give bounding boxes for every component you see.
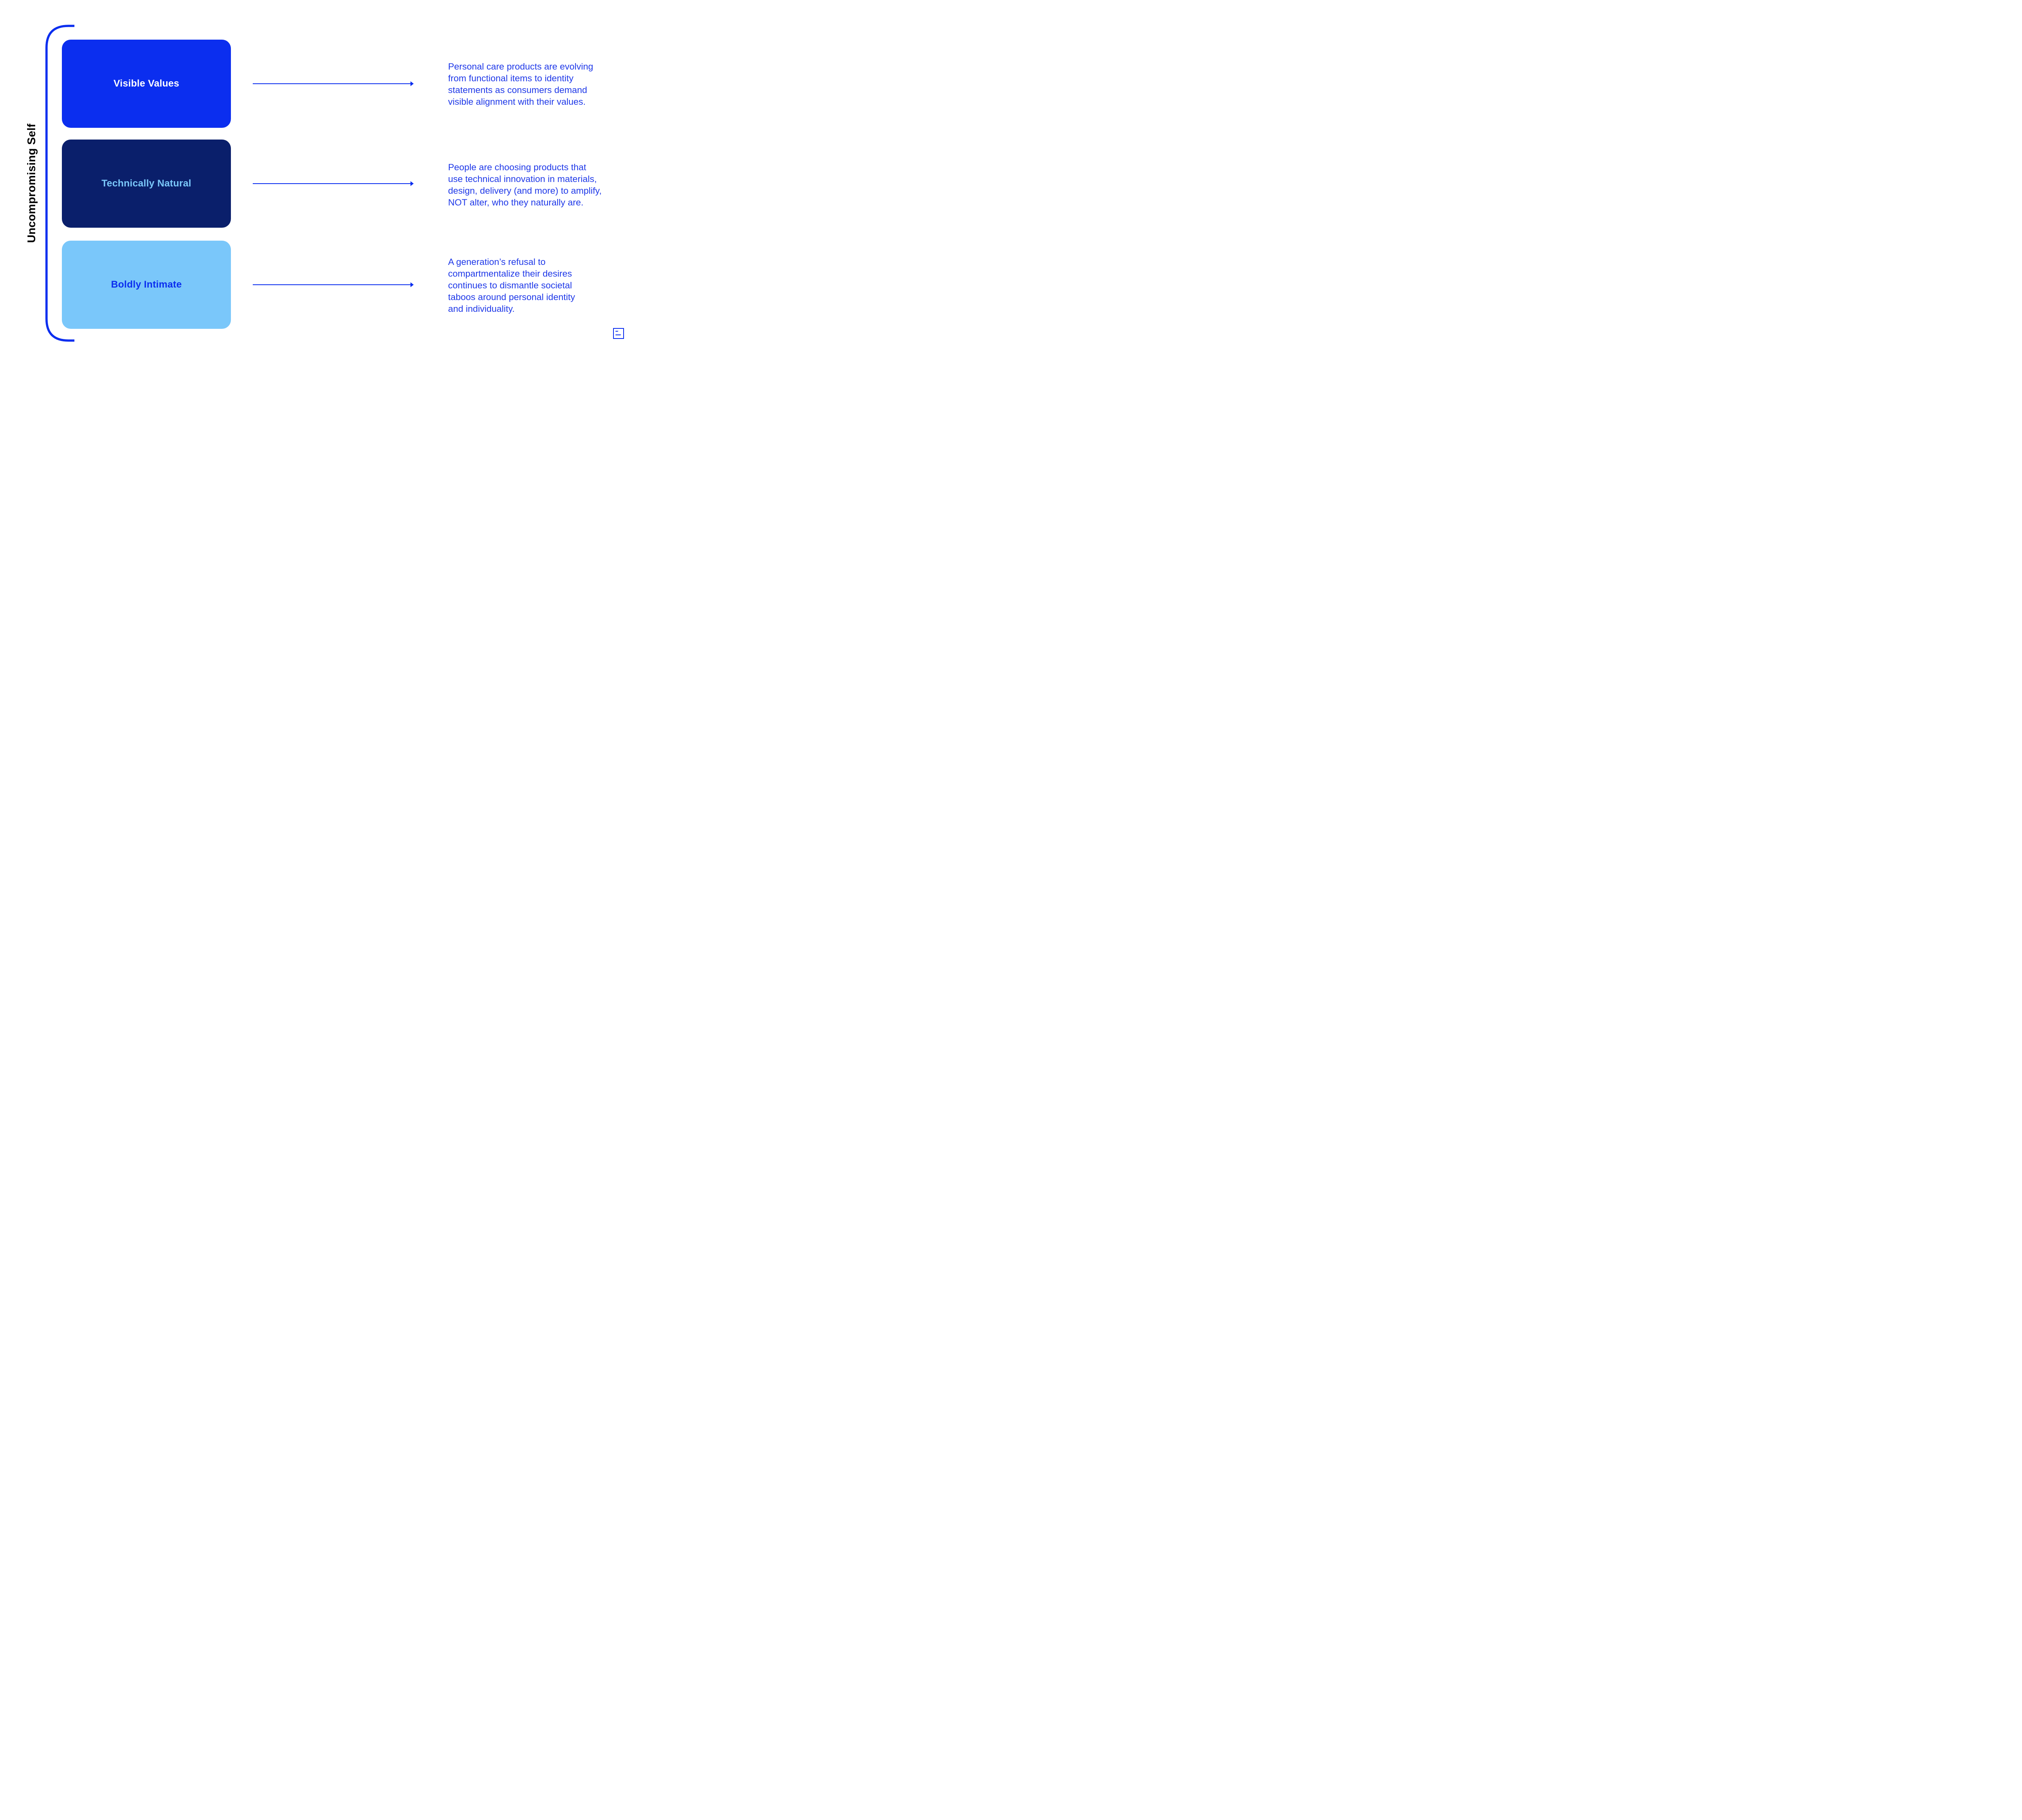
bracket-shape: [45, 25, 74, 342]
arrow-line: [253, 83, 411, 85]
theme-description: People are choosing products that use te…: [448, 162, 602, 207]
arrow-head-icon: [410, 181, 414, 186]
diagram-canvas: Uncompromising Self Visible Values Perso…: [0, 0, 647, 364]
theme-box-technically-natural: Technically Natural: [62, 140, 231, 228]
theme-box-title: Boldly Intimate: [111, 279, 182, 290]
logo-dash-bottom: [615, 334, 621, 336]
arrow-head-icon: [410, 282, 414, 287]
theme-box-boldly-intimate: Boldly Intimate: [62, 241, 231, 329]
brand-logo-mark-icon: [613, 328, 624, 339]
theme-box-title: Technically Natural: [101, 178, 192, 189]
logo-dash-top: [615, 330, 619, 332]
theme-description: A generation’s refusal to compartmentali…: [448, 257, 575, 314]
arrow-line: [253, 183, 411, 184]
theme-box-title: Visible Values: [113, 78, 180, 89]
vertical-axis-label: Uncompromising Self: [25, 123, 38, 243]
arrow-head-icon: [410, 81, 414, 86]
arrow-line: [253, 284, 411, 286]
theme-description: Personal care products are evolving from…: [448, 61, 593, 107]
theme-box-visible-values: Visible Values: [62, 40, 231, 128]
